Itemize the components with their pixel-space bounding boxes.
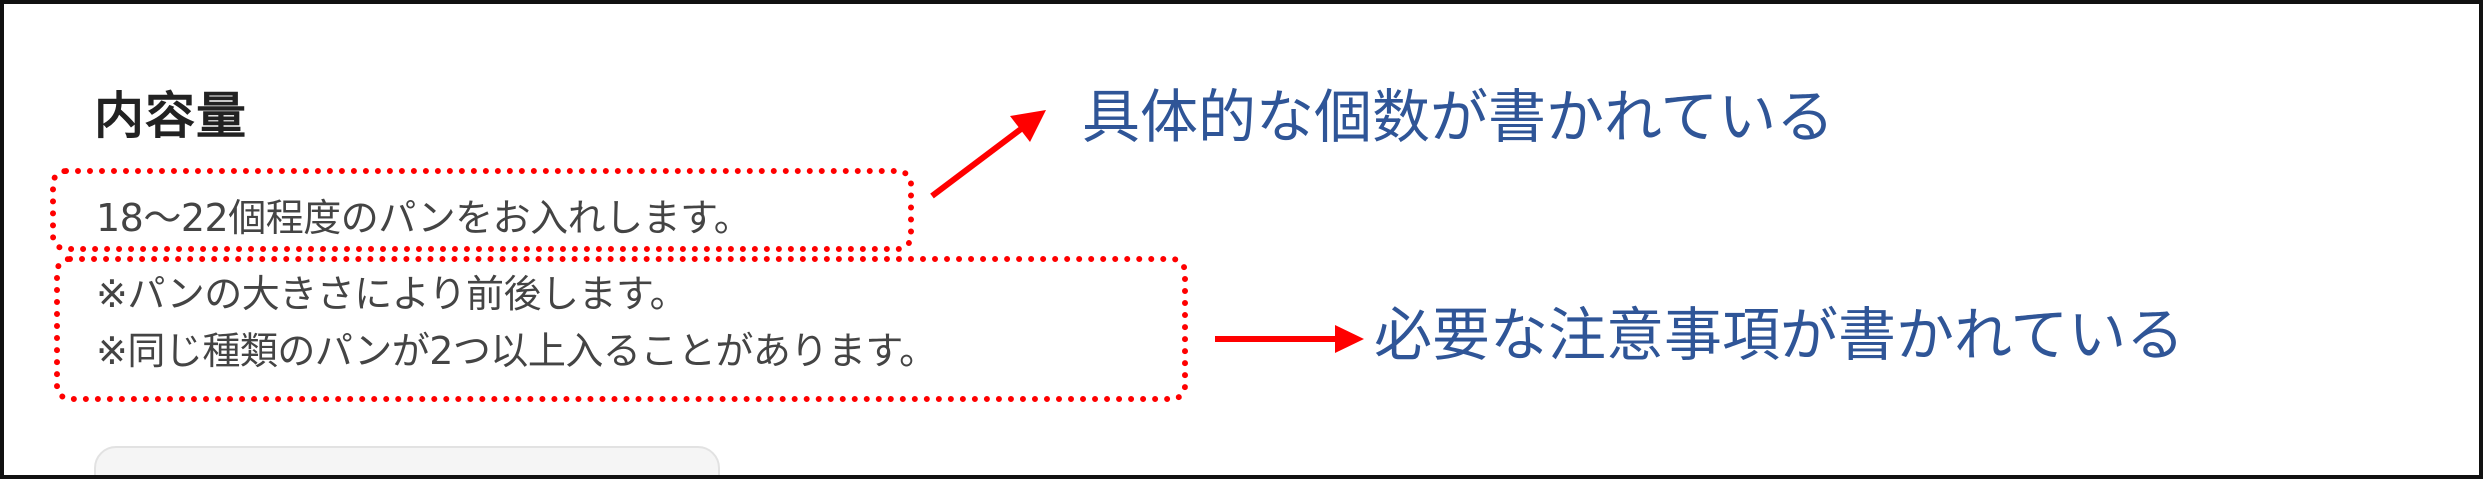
highlight-box-notes: [54, 256, 1188, 402]
annotation-notes: 必要な注意事項が書かれている: [1374, 301, 2185, 369]
note-size-variation: ※パンの大きさにより前後します。: [96, 272, 688, 316]
section-heading: 内容量: [94, 87, 247, 145]
quantity-text: 18〜22個程度のパンをお入れします。: [96, 196, 752, 240]
note-duplicate-types: ※同じ種類のパンが2つ以上入ることがあります。: [96, 329, 937, 373]
annotation-quantity: 具体的な個数が書かれている: [1082, 83, 1835, 151]
highlight-box-quantity: [50, 168, 914, 252]
next-card: [94, 446, 720, 475]
